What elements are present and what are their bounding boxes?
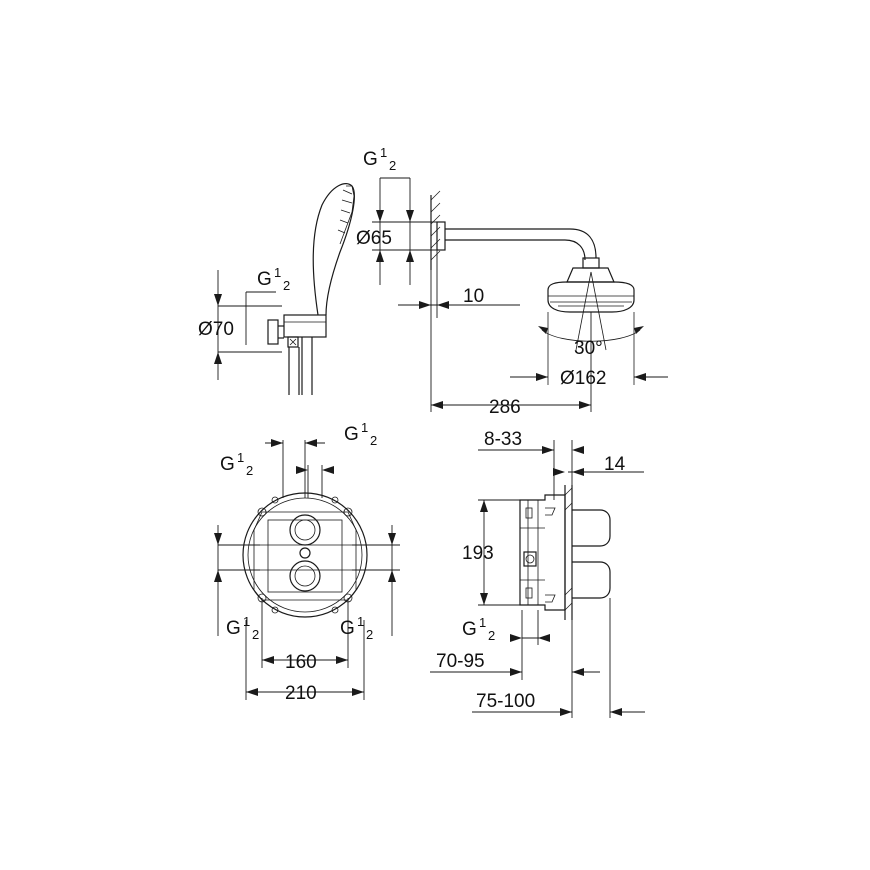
svg-text:2: 2 [283,278,290,293]
svg-text:G: G [340,618,355,639]
bottom-thread-right-label: G 1 2 [340,614,373,642]
wall-offset-label: 10 [463,286,484,307]
arm-flange-diameter-label: Ø65 [356,228,392,249]
depth-range-1-label: 70-95 [436,651,485,672]
arm-projection-label: 286 [489,397,521,418]
svg-text:G: G [344,424,359,445]
arm-thread-label: G 1 2 [363,145,396,173]
plate-width-label: 210 [285,683,317,704]
svg-text:1: 1 [357,614,364,629]
body-height-label: 193 [462,543,494,564]
svg-text:1: 1 [380,145,387,160]
svg-text:1: 1 [274,265,281,280]
top-thread-left-label: G 1 2 [220,450,253,478]
svg-text:2: 2 [252,627,259,642]
svg-text:G: G [226,618,241,639]
svg-text:2: 2 [389,158,396,173]
svg-text:2: 2 [370,433,377,448]
svg-text:1: 1 [361,420,368,435]
plate-thickness-label: 14 [604,454,626,475]
svg-text:2: 2 [246,463,253,478]
side-thread-label: G 1 2 [462,615,495,643]
svg-text:1: 1 [237,450,244,465]
svg-text:2: 2 [488,628,495,643]
hand-shower-assembly [214,183,355,395]
svg-text:2: 2 [366,627,373,642]
inlet-spacing-label: 160 [285,652,317,673]
svg-text:G: G [363,149,378,170]
svg-text:1: 1 [243,614,250,629]
thermostat-side-view [430,440,645,718]
bottom-thread-left-label: G 1 2 [226,614,259,642]
hand-shower-thread-label: G 1 2 [257,265,290,293]
spray-angle-label: 30° [574,338,603,359]
svg-text:1: 1 [479,615,486,630]
top-thread-right-label: G 1 2 [344,420,377,448]
thermostat-front-view [214,439,400,700]
depth-range-2-label: 75-100 [476,691,535,712]
hand-shower-diameter-label: Ø70 [198,319,234,340]
svg-text:G: G [257,269,272,290]
adjust-range-label: 8-33 [484,429,522,450]
svg-text:G: G [462,619,477,640]
svg-text:G: G [220,454,235,475]
head-diameter-label: Ø162 [560,368,606,389]
shower-arm-assembly [372,177,668,412]
